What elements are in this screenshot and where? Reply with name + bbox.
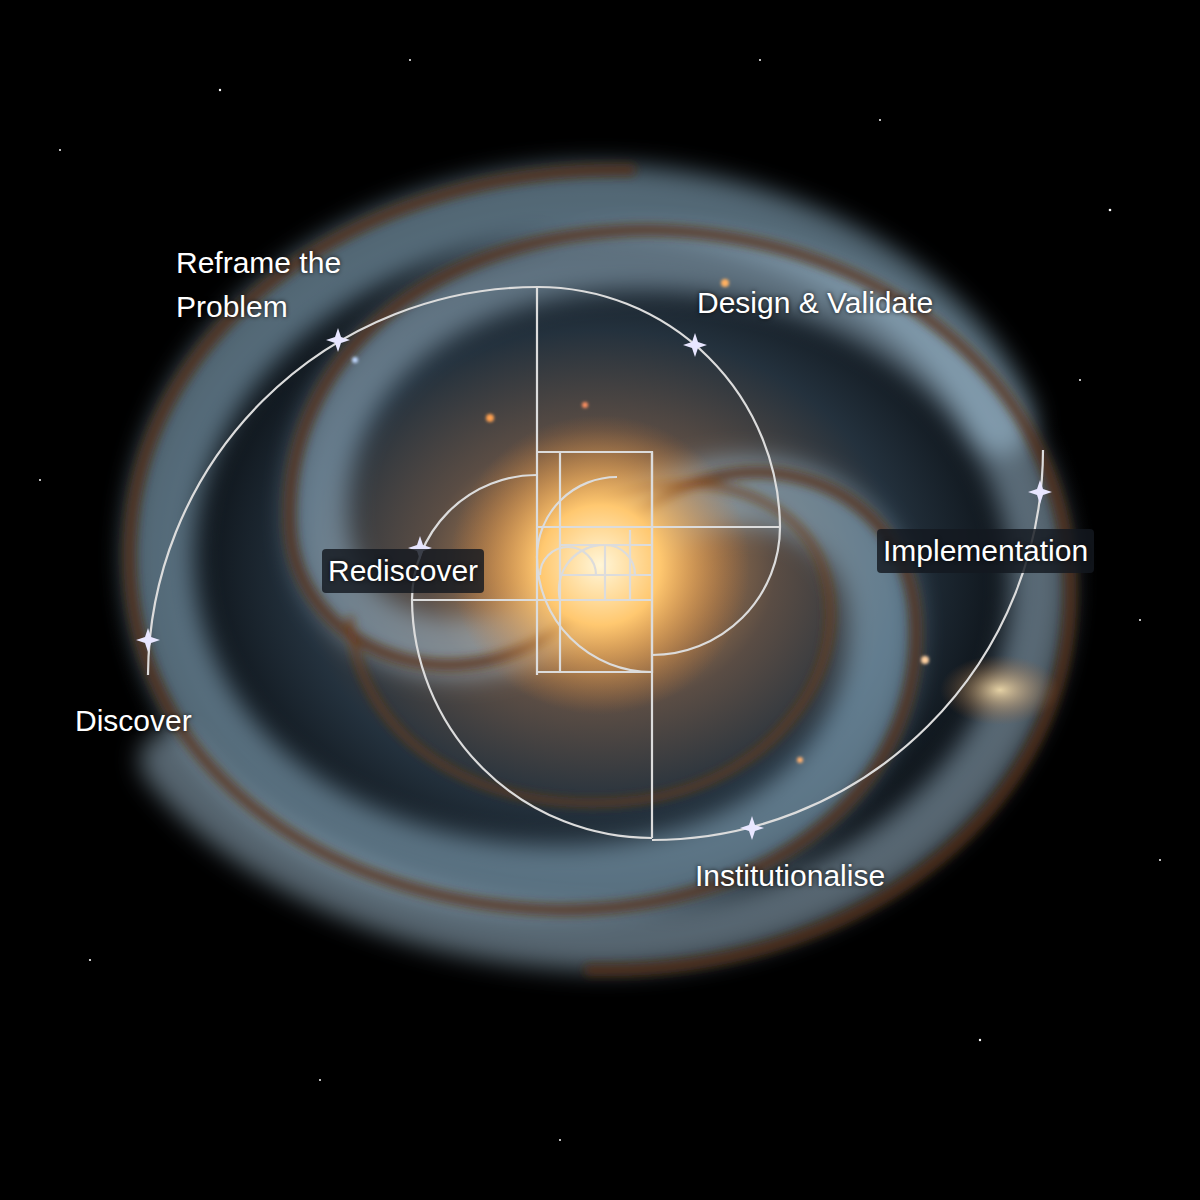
stage-label: Rediscover <box>322 549 484 593</box>
stage-label: Discover <box>75 699 192 743</box>
stage-label: Implementation <box>877 529 1094 573</box>
stage-label: Institutionalise <box>695 854 885 898</box>
stage-label: Design & Validate <box>697 281 933 325</box>
spiral-star-markers <box>136 328 1052 840</box>
stage-label: Reframe the Problem <box>176 241 411 328</box>
bright-stars <box>352 279 929 763</box>
star-field <box>39 59 1161 1141</box>
